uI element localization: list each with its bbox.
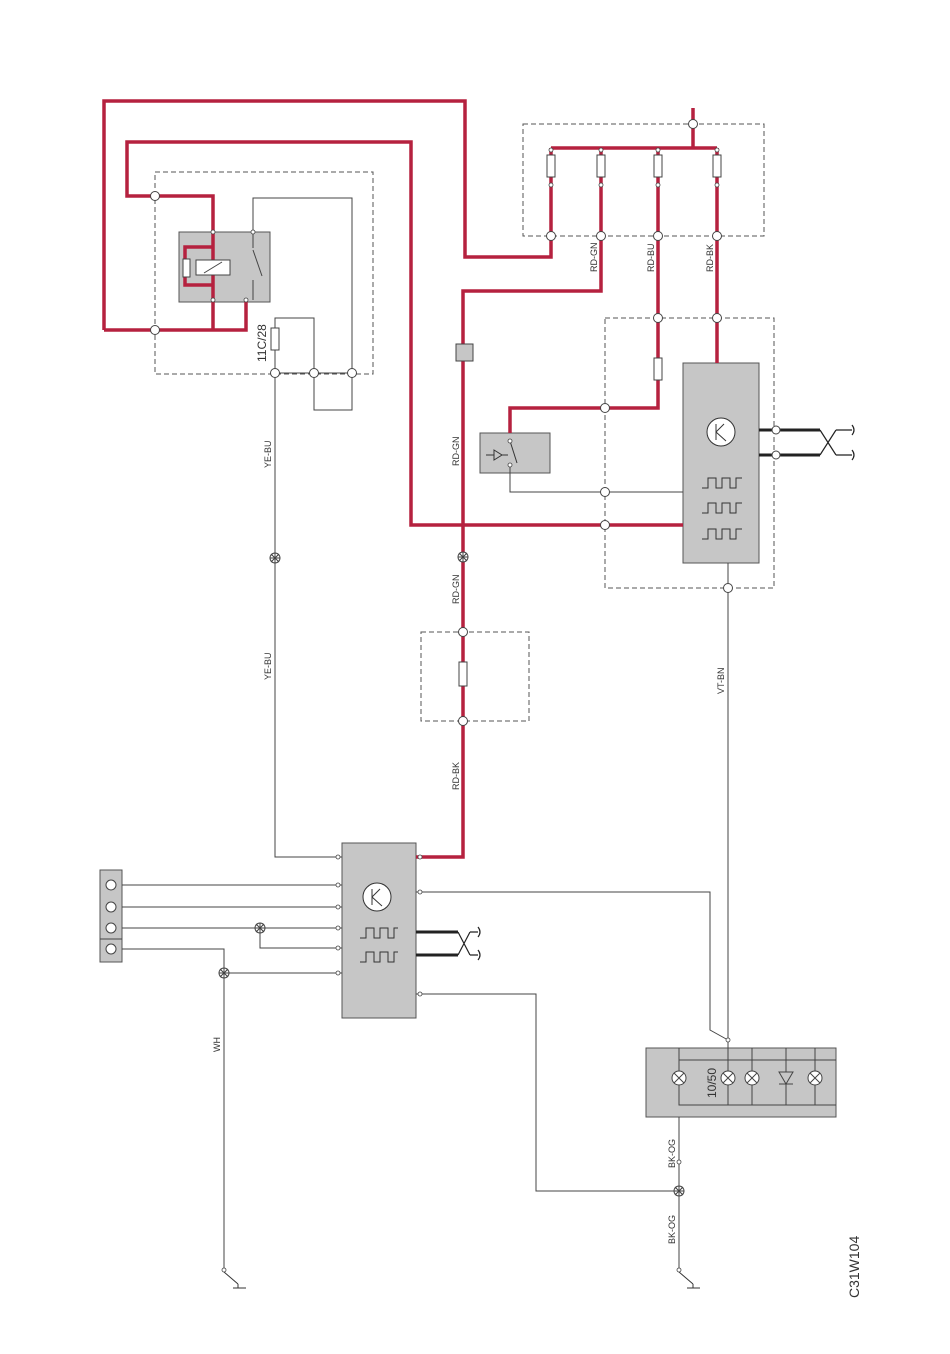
wire-rd-bu bbox=[510, 236, 658, 433]
wire-outer-loop bbox=[104, 101, 551, 330]
splice-icon bbox=[255, 923, 265, 933]
transistor-icon-upper bbox=[707, 418, 735, 446]
wire-labels: 11C/28 YE-BU YE-BU RD-GN RD-BU RD-BK RD-… bbox=[212, 243, 862, 1299]
wire-label-ye-bu-lower: YE-BU bbox=[263, 652, 273, 680]
connector-plug bbox=[456, 344, 473, 361]
wire-ye-bu bbox=[275, 373, 342, 857]
square-wave-icon bbox=[702, 503, 742, 513]
fuse-icon bbox=[654, 358, 662, 380]
fuse-icon bbox=[654, 155, 662, 177]
wire-module-to-cluster bbox=[416, 892, 728, 1040]
wire-label-rd-gn-fusebox: RD-GN bbox=[589, 243, 599, 273]
splice-icon bbox=[458, 552, 468, 562]
lamp-icon bbox=[672, 1071, 686, 1085]
wire-label-ye-bu-upper: YE-BU bbox=[263, 440, 273, 468]
fuse-icon bbox=[713, 155, 721, 177]
relay-coil-icon bbox=[183, 259, 190, 277]
control-module-upper bbox=[683, 363, 759, 563]
wire-label-bk-og-upper: BK-OG bbox=[667, 1139, 677, 1168]
wire-label-rd-bk-top: RD-BK bbox=[705, 244, 715, 272]
splice-icon bbox=[674, 1186, 684, 1196]
wave-icon bbox=[478, 927, 480, 960]
inline-fuse-enclosure bbox=[421, 632, 529, 721]
fuse-icon bbox=[459, 662, 467, 686]
fuse-icon bbox=[547, 155, 555, 177]
switch-module bbox=[480, 433, 550, 473]
wave-icon bbox=[852, 425, 854, 460]
ground-icon bbox=[224, 1272, 246, 1288]
transistor-icon-lower bbox=[363, 883, 391, 911]
fuse-icon bbox=[597, 155, 605, 177]
wire-label-vt-bn: VT-BN bbox=[716, 667, 726, 694]
splice-icon bbox=[219, 968, 229, 978]
wire-label-rd-bu: RD-BU bbox=[646, 244, 656, 273]
square-wave-icon bbox=[702, 478, 742, 488]
splices bbox=[219, 552, 684, 1196]
power-wires bbox=[104, 101, 717, 857]
wire-label-rd-gn-lower: RD-GN bbox=[451, 575, 461, 605]
wire-label-rd-bk-lower: RD-BK bbox=[451, 762, 461, 790]
lamp-code-label: 10/50 bbox=[705, 1068, 719, 1098]
fusebox-enclosure bbox=[523, 124, 764, 236]
twist-icon bbox=[458, 932, 478, 955]
grounds bbox=[224, 1272, 700, 1288]
wire-module-to-bk-og bbox=[416, 994, 679, 1191]
wire-rd-gn-main bbox=[416, 236, 601, 857]
lamp-icon bbox=[721, 1071, 735, 1085]
wire-label-bk-og-lower: BK-OG bbox=[667, 1215, 677, 1244]
wire-connector-3-branch bbox=[260, 928, 342, 948]
wire-label-rd-gn-mid: RD-GN bbox=[451, 437, 461, 467]
wire-relay-bottom bbox=[104, 300, 246, 330]
fuse-icon bbox=[271, 328, 279, 350]
lamp-icon bbox=[745, 1071, 759, 1085]
bus-twist-symbols bbox=[458, 425, 854, 960]
wire-connector-4 bbox=[122, 949, 342, 973]
splice-icon bbox=[270, 553, 280, 563]
wire-relay-switch-loop bbox=[253, 198, 352, 410]
control-module-lower bbox=[342, 843, 416, 1018]
fuse-code-label: 11C/28 bbox=[255, 324, 269, 362]
twist-icon bbox=[820, 430, 852, 455]
lamp-icon bbox=[808, 1071, 822, 1085]
ground-icon bbox=[679, 1272, 700, 1288]
drawing-code-label: C31W104 bbox=[846, 1236, 862, 1298]
wire-label-wh: WH bbox=[212, 1037, 222, 1052]
square-wave-icon bbox=[702, 529, 742, 539]
